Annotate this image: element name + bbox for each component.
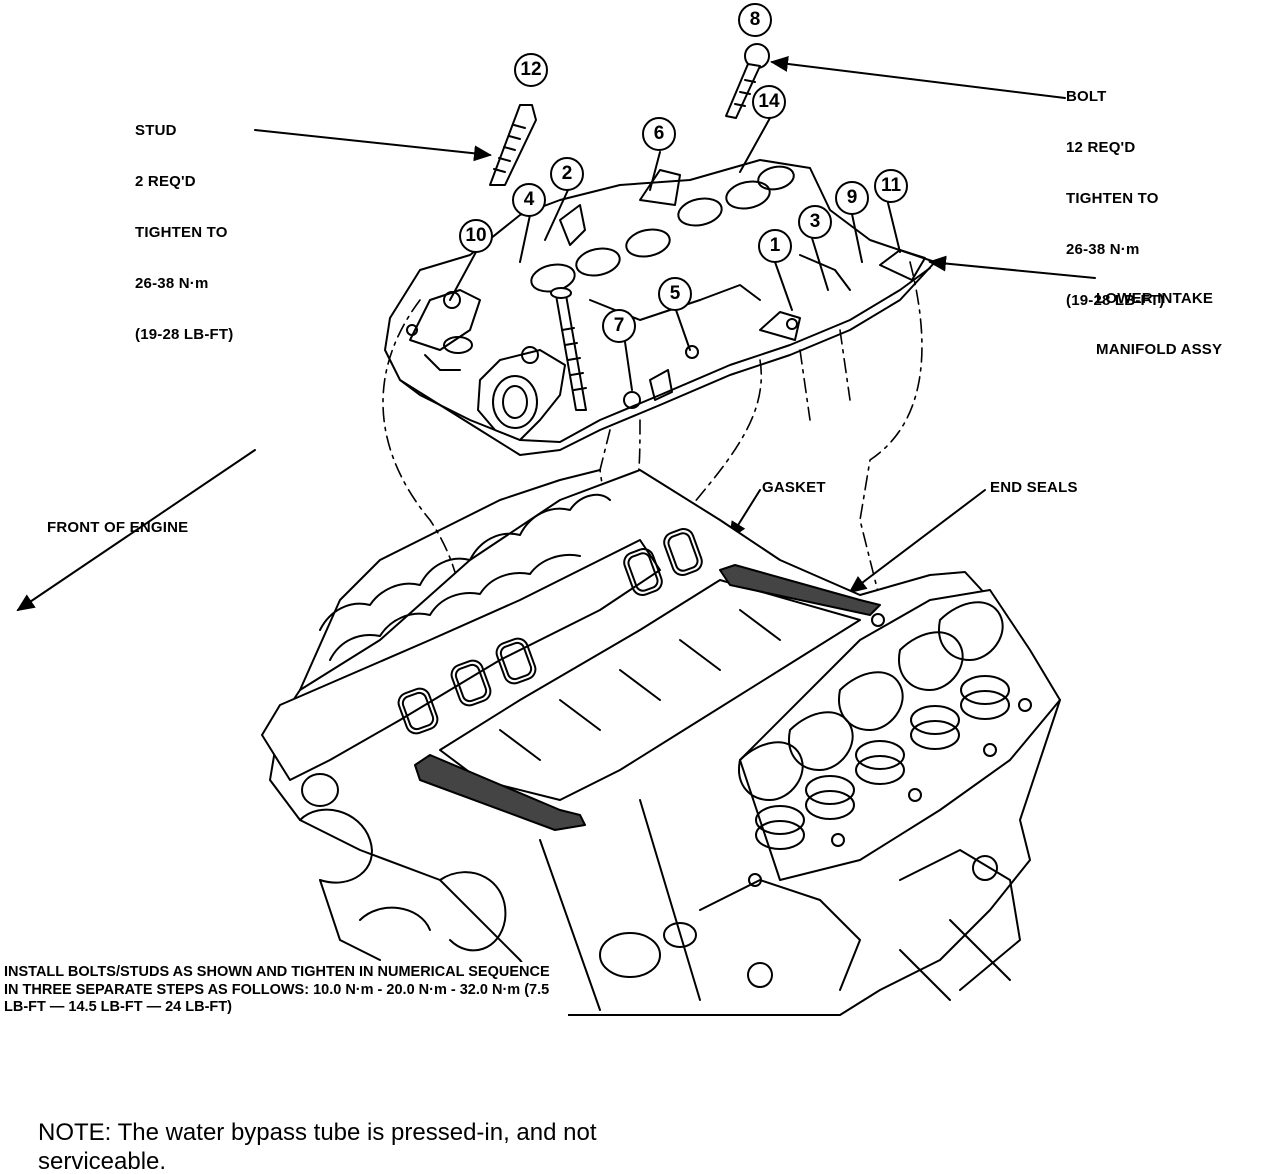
sequence-number-7: 7 — [602, 309, 636, 343]
stud-callout: STUD 2 REQ'D TIGHTEN TO 26-38 N·m (19-28… — [135, 88, 233, 377]
sequence-number-4: 4 — [512, 183, 546, 217]
stud-callout-line: 26-38 N·m — [135, 275, 209, 292]
bolt-callout-line: 12 REQ'D — [1066, 139, 1136, 156]
sequence-number-8: 8 — [738, 3, 772, 37]
sequence-number-9: 9 — [835, 181, 869, 215]
stud-callout-line: STUD — [135, 122, 177, 139]
sequence-number-12: 12 — [514, 53, 548, 87]
sequence-number-14: 14 — [752, 85, 786, 119]
lower-intake-callout-line: LOWER INTAKE — [1096, 290, 1214, 307]
service-note: NOTE: The water bypass tube is pressed-i… — [38, 1119, 597, 1174]
sequence-number-3: 3 — [798, 205, 832, 239]
bolt-8 — [725, 43, 770, 119]
lower-intake-callout: LOWER INTAKE MANIFOLD ASSY — [1096, 256, 1222, 392]
stud-12 — [489, 104, 537, 186]
bolt-callout-line: 26-38 N·m — [1066, 241, 1140, 258]
bolt-callout-line: TIGHTEN TO — [1066, 190, 1159, 207]
sequence-number-6: 6 — [642, 117, 676, 151]
bolt-callout-line: (19-28 LB-FT) — [1066, 292, 1165, 309]
gasket-label: GASKET — [762, 479, 826, 496]
rocker-arms — [738, 601, 1010, 850]
front-of-engine-label: FRONT OF ENGINE — [47, 519, 189, 536]
lower-intake-manifold — [384, 159, 936, 456]
sequence-number-10: 10 — [459, 219, 493, 253]
engine-block — [261, 469, 1061, 1016]
sequence-number-2: 2 — [550, 157, 584, 191]
stud-callout-line: 2 REQ'D — [135, 173, 196, 190]
stud-callout-line: TIGHTEN TO — [135, 224, 228, 241]
stud-callout-line: (19-28 LB-FT) — [135, 326, 234, 343]
end-seals-label: END SEALS — [990, 479, 1078, 496]
lower-intake-callout-line: MANIFOLD ASSY — [1096, 341, 1223, 358]
bolt-callout: BOLT 12 REQ'D TIGHTEN TO 26-38 N·m (19-2… — [1066, 54, 1164, 343]
install-instructions: INSTALL BOLTS/STUDS AS SHOWN AND TIGHTEN… — [4, 962, 568, 1021]
sequence-number-1: 1 — [758, 229, 792, 263]
bolt-center — [550, 287, 587, 411]
sequence-number-5: 5 — [658, 277, 692, 311]
sequence-number-11: 11 — [874, 169, 908, 203]
bolt-callout-line: BOLT — [1066, 88, 1107, 105]
